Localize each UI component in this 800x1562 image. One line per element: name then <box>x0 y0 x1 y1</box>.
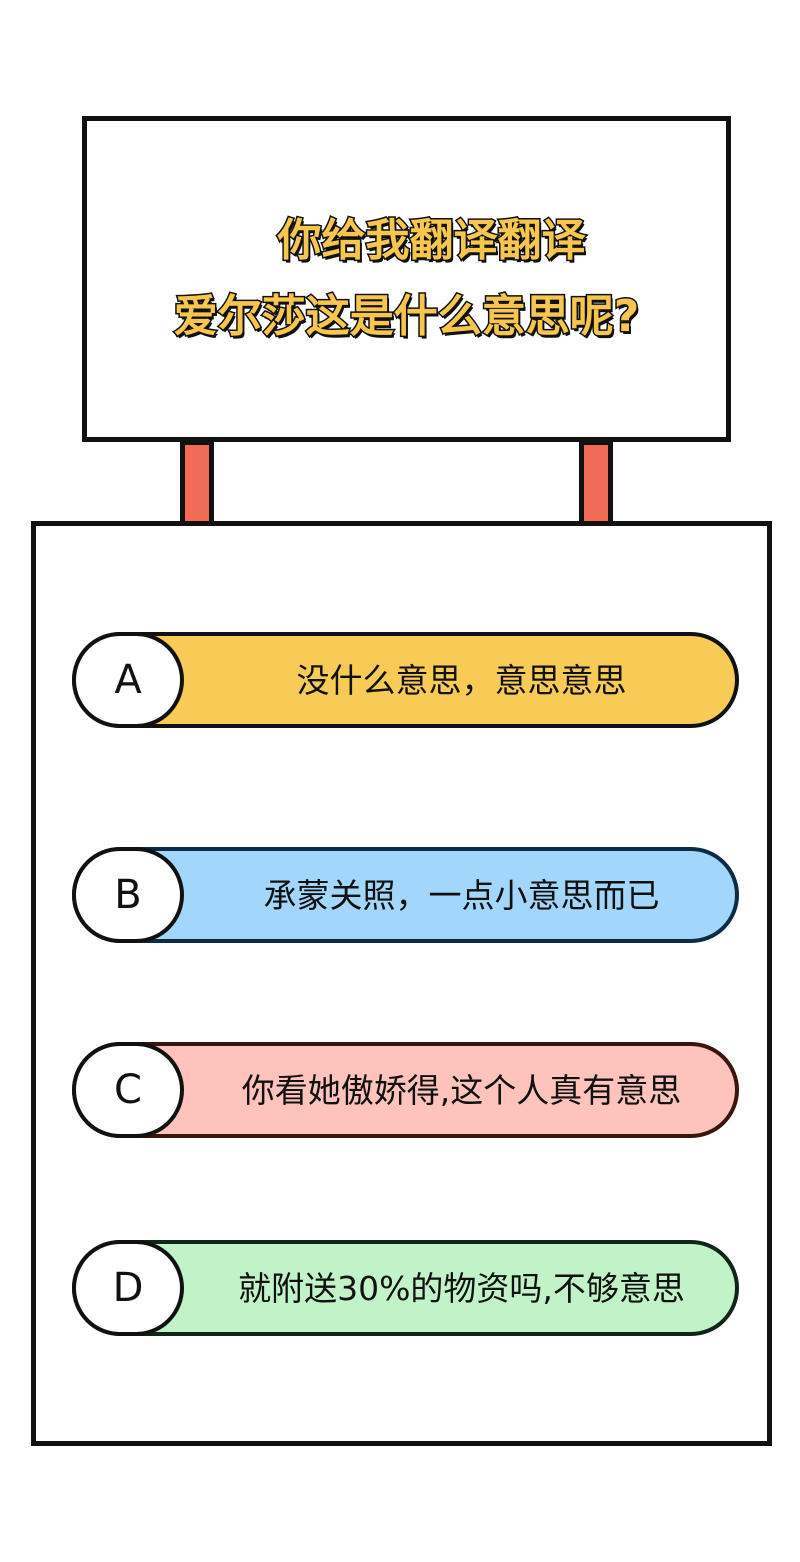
question-title-line-1: 你给我翻译翻译 <box>276 215 587 266</box>
answer-panel: A 没什么意思，意思意思 B 承蒙关照，一点小意思而已 C 你看她傲娇得,这个人… <box>31 521 772 1446</box>
option-c-button[interactable]: C 你看她傲娇得,这个人真有意思 <box>72 1042 739 1138</box>
option-b-text: 承蒙关照，一点小意思而已 <box>263 875 660 915</box>
option-a-letter: A <box>114 657 142 703</box>
option-b-badge: B <box>72 847 184 943</box>
question-sign-board: 你给我翻译翻译 爱尔莎这是什么意思呢? <box>82 116 731 442</box>
option-d-button[interactable]: D 就附送30%的物资吗,不够意思 <box>72 1240 739 1336</box>
option-d-badge: D <box>72 1240 184 1336</box>
option-b-button[interactable]: B 承蒙关照，一点小意思而已 <box>72 847 739 943</box>
option-c-text: 你看她傲娇得,这个人真有意思 <box>241 1070 682 1110</box>
option-a-text: 没什么意思，意思意思 <box>296 660 627 700</box>
option-a-button[interactable]: A 没什么意思，意思意思 <box>72 632 739 728</box>
sign-post-left <box>180 440 214 526</box>
option-d-text: 就附送30%的物资吗,不够意思 <box>238 1268 685 1308</box>
sign-post-right <box>579 440 613 526</box>
option-b-letter: B <box>114 872 142 918</box>
option-d-letter: D <box>112 1265 144 1311</box>
option-a-badge: A <box>72 632 184 728</box>
option-c-badge: C <box>72 1042 184 1138</box>
question-title-line-2: 爱尔莎这是什么意思呢? <box>172 291 641 342</box>
option-c-letter: C <box>114 1067 142 1113</box>
